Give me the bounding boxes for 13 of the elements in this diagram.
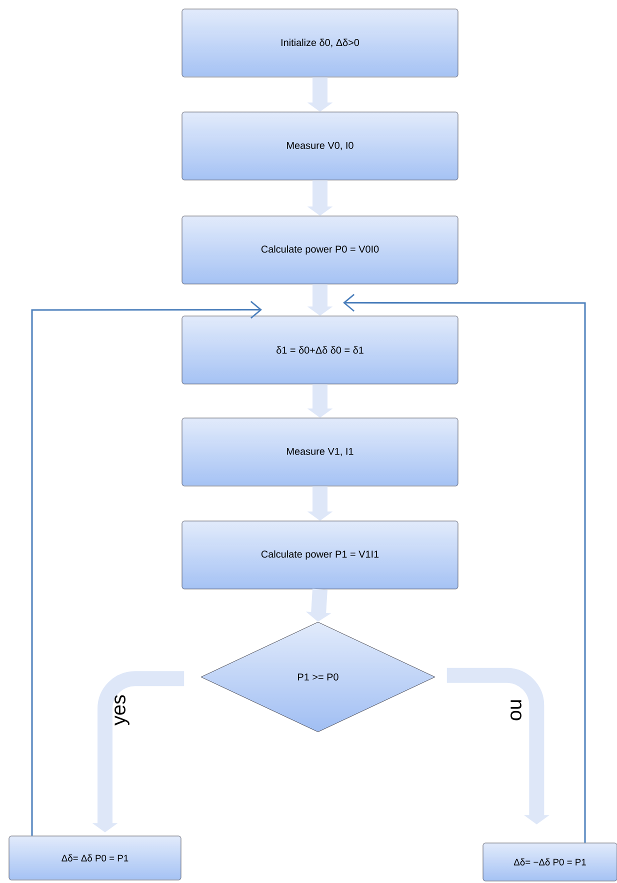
process-box: Calculate power P0 = V0I0 xyxy=(182,216,458,284)
process-box: Δδ= −Δδ P0 = P1 xyxy=(482,842,617,882)
edge-label: no xyxy=(510,700,522,720)
process-box: Δδ= Δδ P0 = P1 xyxy=(8,836,182,880)
edge-label: yes xyxy=(114,695,130,726)
block-arrow xyxy=(446,668,550,824)
process-box: δ1 = δ0+Δδ δ0 = δ1 xyxy=(182,316,458,384)
process-box: Measure V1, I1 xyxy=(182,418,458,486)
process-box: Measure V0, I0 xyxy=(182,112,458,180)
process-box: Calculate power P1 = V1I1 xyxy=(182,520,458,590)
process-box: Initialize δ0, Δδ>0 xyxy=(182,8,458,78)
arrow xyxy=(31,300,262,836)
arrow xyxy=(343,294,586,843)
